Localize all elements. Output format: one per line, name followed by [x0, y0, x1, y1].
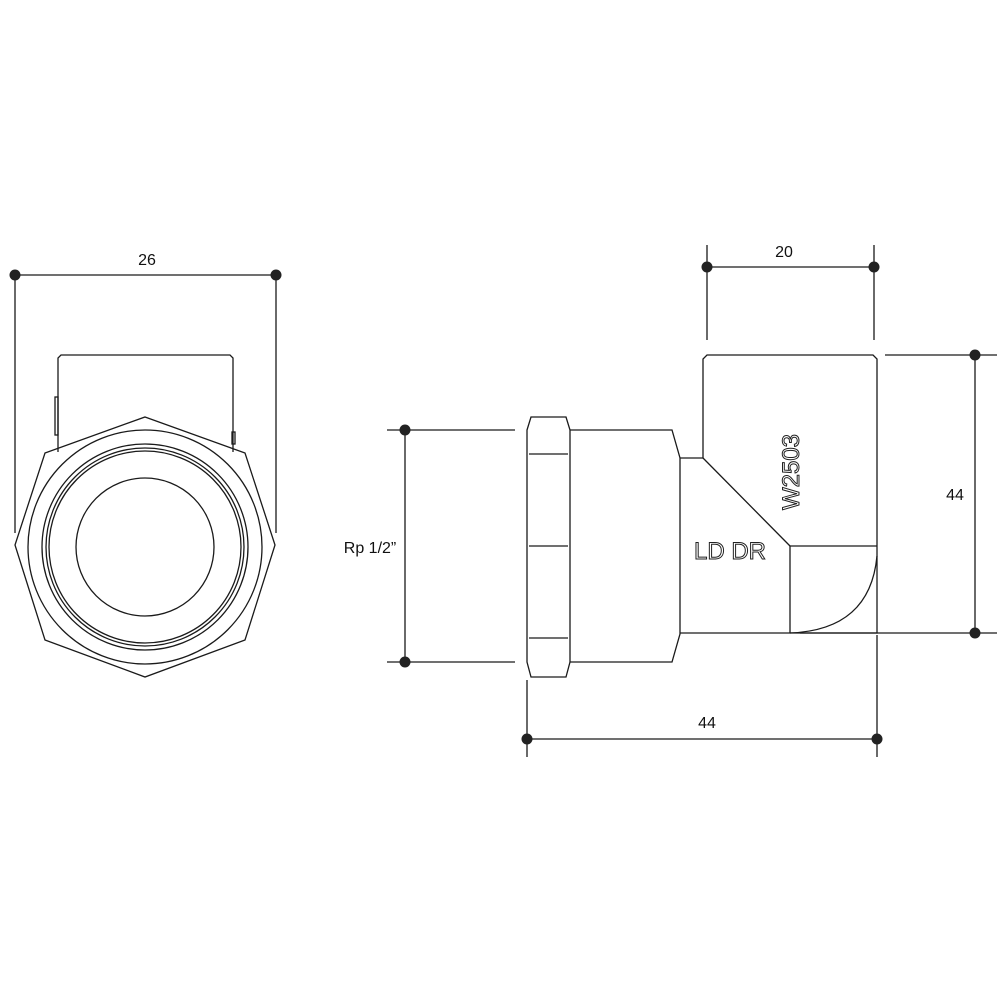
- socket-marking: [54, 396, 59, 436]
- thread-ring: [41, 443, 249, 651]
- dimension-length-44: 44: [521, 635, 883, 757]
- dimension-endpoint: [969, 627, 981, 639]
- thread-ring: [45, 447, 245, 647]
- nut-ring: [27, 429, 263, 665]
- dimension-endpoint: [399, 656, 411, 668]
- dimension-endpoint: [868, 261, 880, 273]
- thread-ring: [48, 450, 242, 644]
- front-view: 26: [9, 252, 282, 678]
- bore-circle: [75, 477, 215, 617]
- elbow-socket-outline: [57, 354, 234, 452]
- dimension-label-width: 26: [138, 252, 156, 269]
- dimension-label-length: 44: [698, 715, 716, 732]
- socket-marking: [231, 431, 236, 445]
- hex-nut-side: [526, 416, 571, 678]
- marking-brand: LD DR: [694, 538, 766, 565]
- dimension-width-26: 26: [9, 252, 282, 533]
- dimension-endpoint: [9, 269, 21, 281]
- hex-nut-outline: [14, 416, 276, 678]
- dimension-endpoint: [701, 261, 713, 273]
- side-view: 20 44 Rp 1/2” 44: [344, 244, 997, 757]
- dimension-label-thread: Rp 1/2”: [344, 540, 396, 557]
- dimension-endpoint: [270, 269, 282, 281]
- dimension-label-height: 44: [946, 487, 964, 504]
- dimension-endpoint: [521, 733, 533, 745]
- dimension-endpoint: [969, 349, 981, 361]
- dimension-endpoint: [399, 424, 411, 436]
- union-body: [570, 429, 681, 663]
- dimension-height-44: 44: [800, 349, 997, 639]
- dimension-label-top-width: 20: [775, 244, 793, 261]
- dimension-thread: Rp 1/2”: [344, 424, 515, 668]
- marking-code: W2503: [778, 434, 805, 510]
- elbow-body: [680, 354, 878, 634]
- dimension-endpoint: [871, 733, 883, 745]
- dimension-top-width-20: 20: [701, 244, 880, 340]
